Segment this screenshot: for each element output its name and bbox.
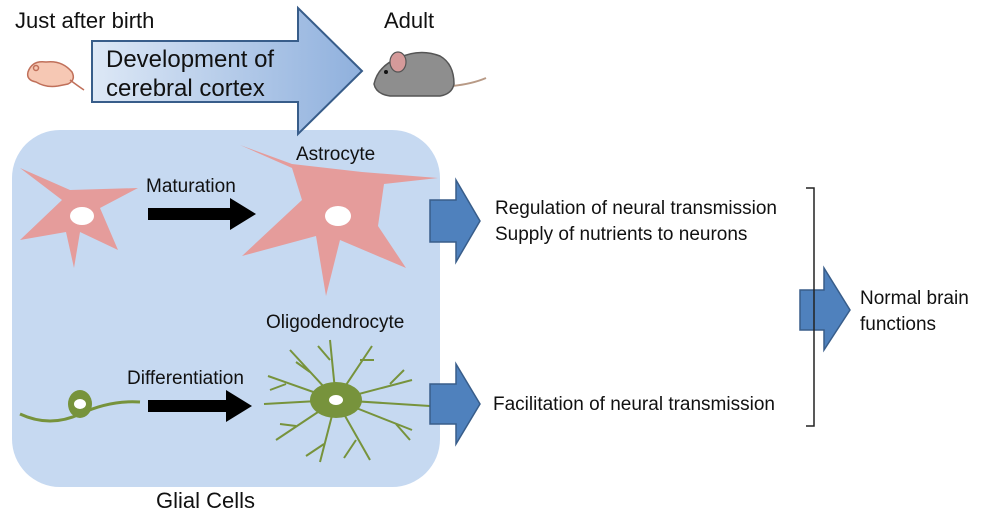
development-arrow: [91, 5, 364, 137]
process-label-maturation: Maturation: [146, 176, 236, 197]
outcome-arrow: [799, 265, 851, 353]
oligodendrocyte-icon: [263, 339, 431, 463]
oligodendrocyte-function-1: Facilitation of neural transmission: [493, 394, 775, 415]
development-arrow-label: Development of cerebral cortex: [106, 45, 274, 103]
astrocyte-function-1: Regulation of neural transmission: [495, 198, 777, 219]
bracket: [806, 187, 815, 427]
process-label-differentiation: Differentiation: [127, 368, 244, 389]
oligodendrocyte-output-arrow: [429, 361, 481, 447]
outcome-line2: functions: [860, 314, 937, 335]
arrow-label-line1: Development of: [106, 46, 275, 73]
astrocyte-function-2: Supply of nutrients to neurons: [495, 224, 748, 245]
end-label: Adult: [384, 8, 435, 33]
immature-astrocyte-icon: [20, 168, 138, 268]
astrocyte-icon: [240, 145, 438, 296]
newborn-mouse-icon: [26, 60, 85, 91]
oligodendrocyte-precursor-icon: [19, 390, 141, 423]
astrocyte-output-arrow: [429, 177, 481, 265]
differentiation-arrow: [148, 390, 252, 422]
outcome-line1: Normal brain: [860, 288, 969, 309]
maturation-arrow: [148, 198, 256, 230]
adult-mouse-icon: [373, 51, 487, 97]
arrow-label-line2: cerebral cortex: [106, 75, 265, 102]
start-label: Just after birth: [15, 8, 155, 33]
glial-cells-title: Glial Cells: [156, 488, 256, 513]
cell-label-oligodendrocyte: Oligodendrocyte: [266, 312, 405, 333]
cell-label-astrocyte: Astrocyte: [296, 144, 376, 165]
